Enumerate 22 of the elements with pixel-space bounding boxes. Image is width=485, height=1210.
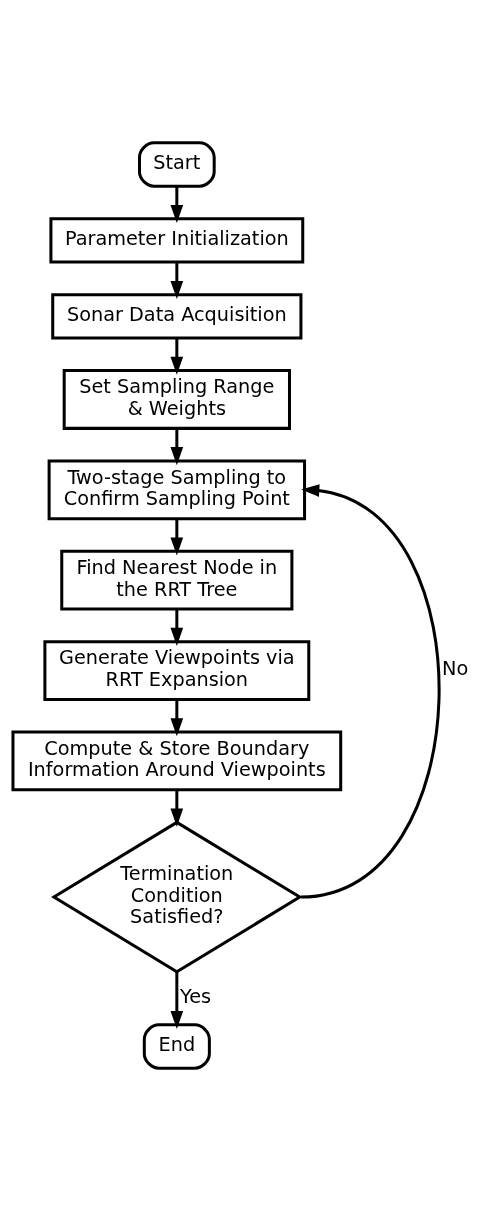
node-box: Two-stage Sampling to Confirm Sampling Point	[47, 458, 307, 520]
node-diamond: Termination Condition Satisfied?	[51, 820, 303, 974]
node-box: Find Nearest Node in the RRT Tree	[60, 549, 294, 611]
arrow	[170, 789, 184, 827]
arrow	[170, 971, 184, 1029]
arrow	[170, 699, 184, 736]
arrow	[170, 518, 184, 556]
node-box: Sonar Data Acquisition	[51, 292, 303, 339]
node-box: Generate Viewpoints via RRT Expansion	[43, 639, 311, 701]
arrow	[300, 483, 441, 899]
arrow	[170, 428, 184, 465]
node-box: Start	[137, 140, 216, 188]
arrow	[170, 186, 184, 223]
edge-label: No	[442, 656, 469, 680]
node-box: Set Sampling Range & Weights	[62, 368, 291, 430]
node-box: Parameter Initialization	[49, 216, 305, 264]
arrow	[170, 337, 184, 375]
edge-label: Yes	[179, 984, 212, 1008]
arrow	[170, 262, 184, 299]
node-box: End	[142, 1022, 211, 1070]
node-box: Compute & Store Boundary Information Around Viewpoints	[11, 730, 343, 791]
arrow	[170, 608, 184, 646]
